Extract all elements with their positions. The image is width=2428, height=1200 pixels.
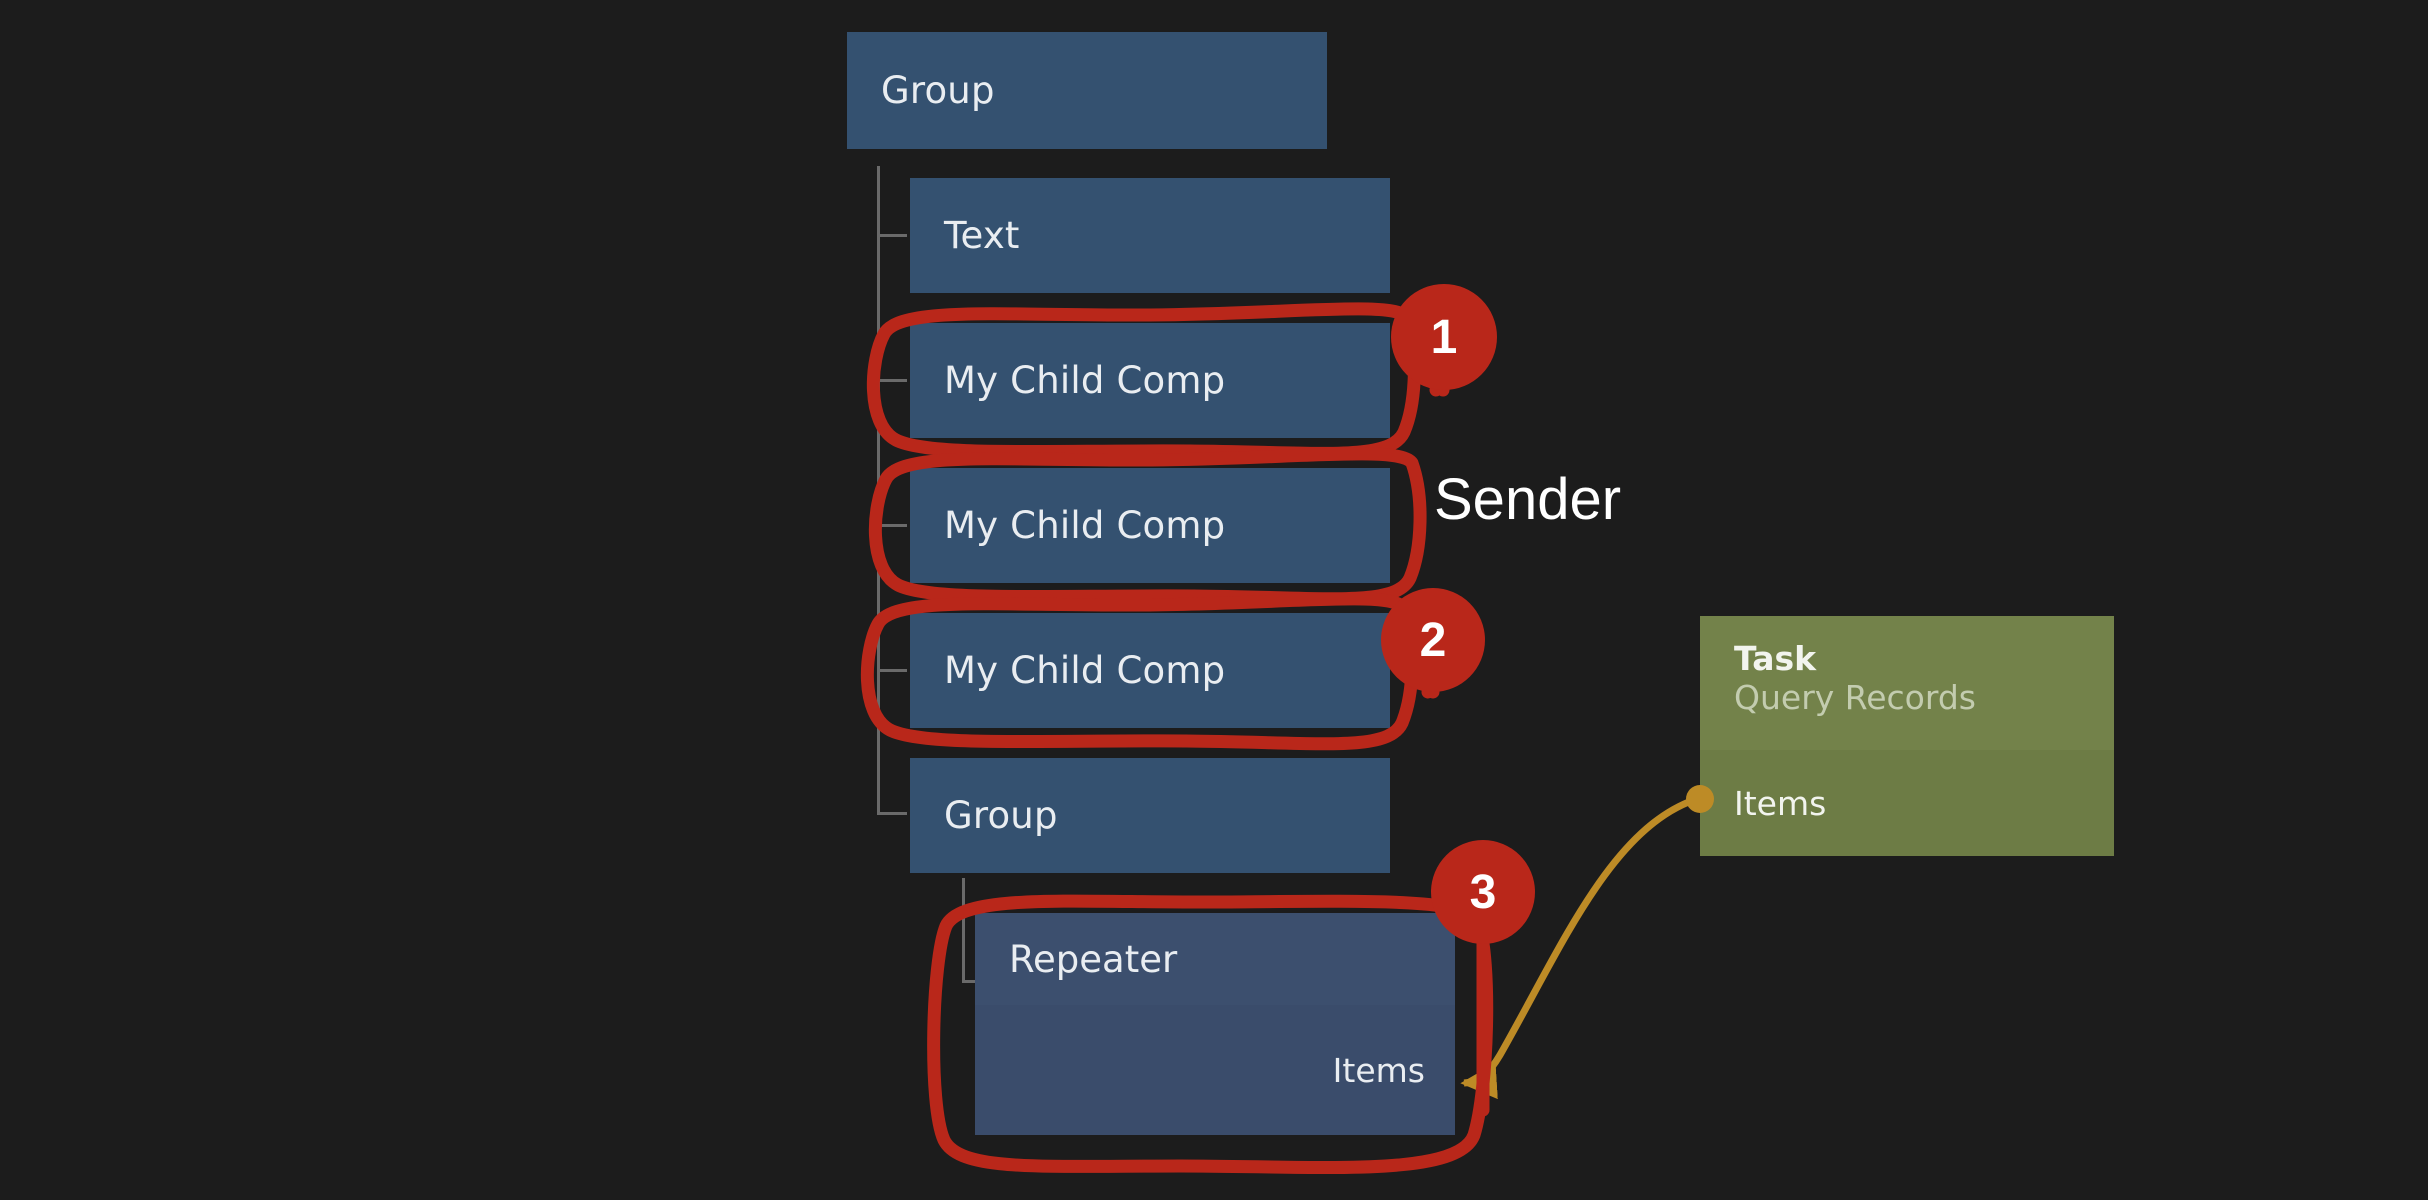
- tree-node-label: Group: [944, 794, 1058, 837]
- annotation-badge-1[interactable]: 1: [1391, 284, 1497, 390]
- tree-node-text[interactable]: Text: [910, 178, 1390, 293]
- tree-node-my-child-comp-1[interactable]: My Child Comp: [910, 323, 1390, 438]
- task-node[interactable]: Task Query Records Items: [1700, 616, 2114, 856]
- tree-node-my-child-comp-2[interactable]: My Child Comp: [910, 468, 1390, 583]
- tree-node-label: My Child Comp: [944, 649, 1226, 692]
- repeater-header: Repeater: [975, 913, 1455, 1005]
- tree-branch-tick-2: [877, 379, 907, 382]
- annotation-badge-label: 3: [1469, 865, 1497, 919]
- task-node-header: Task Query Records: [1700, 616, 2114, 750]
- tree-subtrunk-line: [962, 878, 965, 983]
- tree-branch-tick-5: [877, 812, 907, 815]
- sender-caption: Sender: [1434, 467, 1622, 532]
- repeater-items-port[interactable]: Items: [975, 1005, 1455, 1135]
- task-node-subtitle: Query Records: [1734, 677, 1976, 717]
- annotation-badge-2[interactable]: 2: [1381, 588, 1485, 692]
- tree-node-label: Repeater: [1009, 937, 1178, 981]
- tree-node-label: My Child Comp: [944, 359, 1226, 402]
- port-label: Items: [1332, 1050, 1425, 1090]
- tree-trunk-line: [877, 166, 880, 814]
- task-items-port[interactable]: Items: [1700, 750, 2114, 856]
- tree-node-label: Group: [881, 69, 995, 112]
- port-label: Items: [1734, 783, 1827, 823]
- tree-branch-tick-3: [877, 524, 907, 527]
- tree-node-repeater[interactable]: Repeater Items: [975, 913, 1455, 1135]
- tree-node-label: Text: [944, 214, 1020, 257]
- annotation-badge-label: 2: [1419, 613, 1447, 667]
- tree-node-group-root[interactable]: Group: [847, 32, 1327, 149]
- tree-node-label: My Child Comp: [944, 504, 1226, 547]
- annotation-badge-3[interactable]: 3: [1431, 840, 1535, 944]
- annotation-badge-label: 1: [1430, 310, 1458, 364]
- tree-node-my-child-comp-3[interactable]: My Child Comp: [910, 613, 1390, 728]
- tree-branch-tick-4: [877, 669, 907, 672]
- task-node-title: Task: [1734, 639, 1817, 678]
- tree-node-group-child[interactable]: Group: [910, 758, 1390, 873]
- tree-branch-tick-1: [877, 234, 907, 237]
